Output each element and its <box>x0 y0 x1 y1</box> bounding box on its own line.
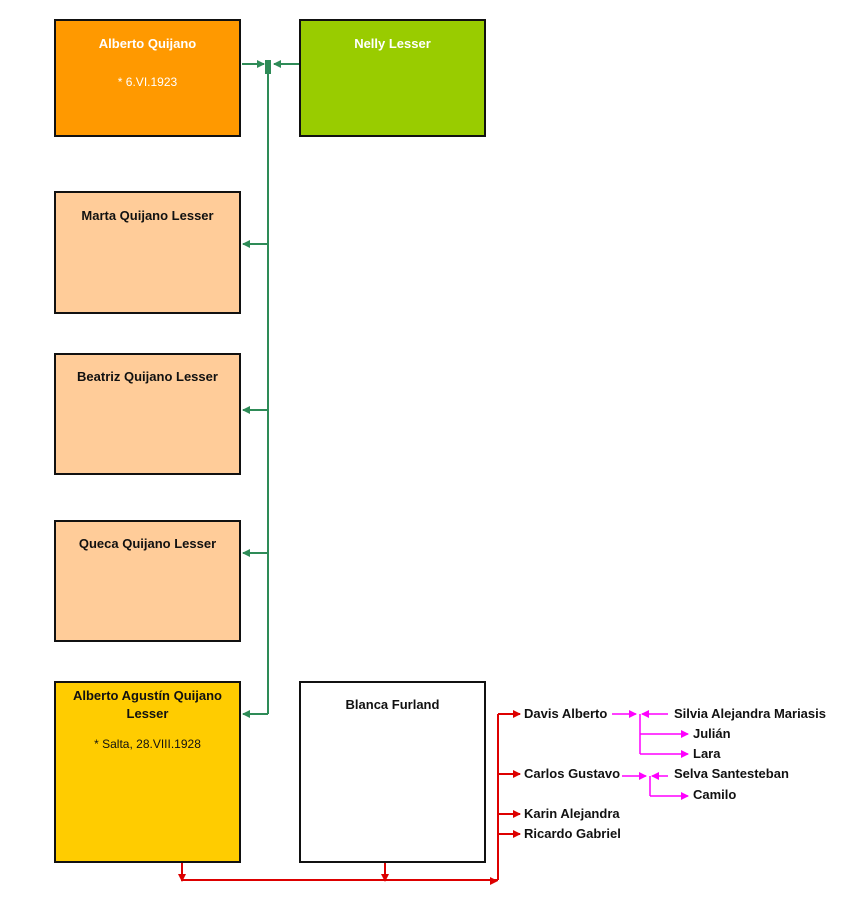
parent-connectors <box>242 60 300 718</box>
child-name: Beatriz Quijano Lesser <box>77 369 218 384</box>
child-box-beatriz[interactable]: Beatriz Quijano Lesser <box>54 353 241 475</box>
child-name: Marta Quijano Lesser <box>81 208 214 223</box>
mother-box[interactable]: Nelly Lesser <box>299 19 486 137</box>
child-label-davis[interactable]: Davis Alberto <box>524 706 608 721</box>
child-box-marta[interactable]: Marta Quijano Lesser <box>54 191 241 314</box>
grandchild-label-camilo[interactable]: Camilo <box>693 787 737 802</box>
focus-person-box[interactable]: Alberto Agustín Quijano Lesser * Salta, … <box>54 681 241 863</box>
child-box-queca[interactable]: Queca Quijano Lesser <box>54 520 241 642</box>
grandchild-label-lara[interactable]: Lara <box>693 746 721 761</box>
father-birth: * 6.VI.1923 <box>117 75 178 89</box>
spouse-label-selva[interactable]: Selva Santesteban <box>674 766 789 781</box>
spouse-name: Blanca Furland <box>345 697 440 712</box>
mother-name: Nelly Lesser <box>354 36 431 51</box>
grandchild-connectors <box>612 710 689 800</box>
focus-person-name: Alberto Agustín Quijano Lesser <box>72 688 222 721</box>
child-name: Queca Quijano Lesser <box>78 536 217 551</box>
father-name: Alberto Quijano <box>98 36 197 51</box>
child-label-carlos[interactable]: Carlos Gustavo <box>524 766 621 781</box>
father-box[interactable]: Alberto Quijano * 6.VI.1923 <box>54 19 241 137</box>
spouse-label-silvia[interactable]: Silvia Alejandra Mariasis <box>674 706 826 721</box>
focus-person-birth: * Salta, 28.VIII.1928 <box>94 737 201 751</box>
grandchild-label-julian[interactable]: Julián <box>693 726 731 741</box>
child-label-ricardo[interactable]: Ricardo Gabriel <box>524 826 621 841</box>
spouse-box[interactable]: Blanca Furland <box>299 681 486 863</box>
child-label-karin[interactable]: Karin Alejandra <box>524 806 620 821</box>
